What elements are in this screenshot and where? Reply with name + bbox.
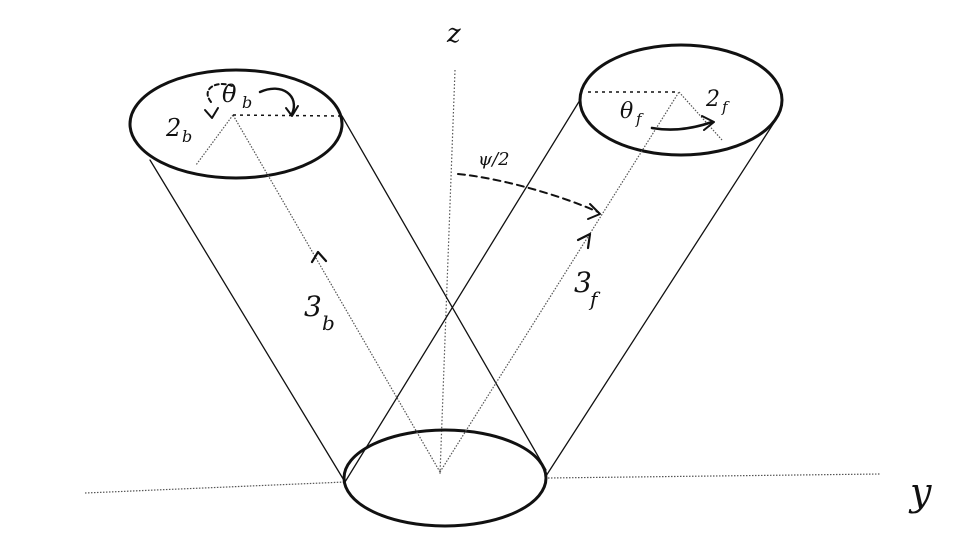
theta-b-arc-right (258, 87, 295, 116)
z-axis-label: z (446, 19, 461, 49)
z-axis (439, 69, 456, 475)
psi-half-label: ψ/2 (478, 149, 510, 170)
two-f-label: 2 (705, 87, 720, 112)
two-f-subscript: f (721, 98, 730, 116)
two-b-subscript: b (182, 127, 192, 146)
psi-half-arc (457, 173, 599, 213)
left-cone (128, 68, 547, 483)
right-top-ellipse (578, 43, 784, 157)
three-b-label: 3 (304, 290, 322, 323)
theta-b-arc (206, 83, 233, 103)
y-axis (84, 473, 881, 494)
two-b-label: 2 (165, 114, 181, 142)
theta-b-label: θ (222, 80, 237, 108)
right-axis-vector (439, 91, 723, 473)
bottom-ellipse (342, 428, 548, 528)
theta-b-subscript: b (242, 93, 252, 112)
theta-f-subscript: f (635, 110, 644, 128)
three-f-label: 3 (574, 266, 592, 299)
three-f-subscript: f (588, 287, 601, 311)
left-axis-vector (195, 114, 441, 473)
y-axis-label: y (908, 470, 932, 514)
left-top-ellipse (128, 68, 344, 180)
three-b-subscript: b (322, 311, 335, 335)
theta-f-label: θ (620, 99, 633, 124)
theta-f-arc (650, 120, 714, 131)
right-cone (344, 43, 784, 483)
